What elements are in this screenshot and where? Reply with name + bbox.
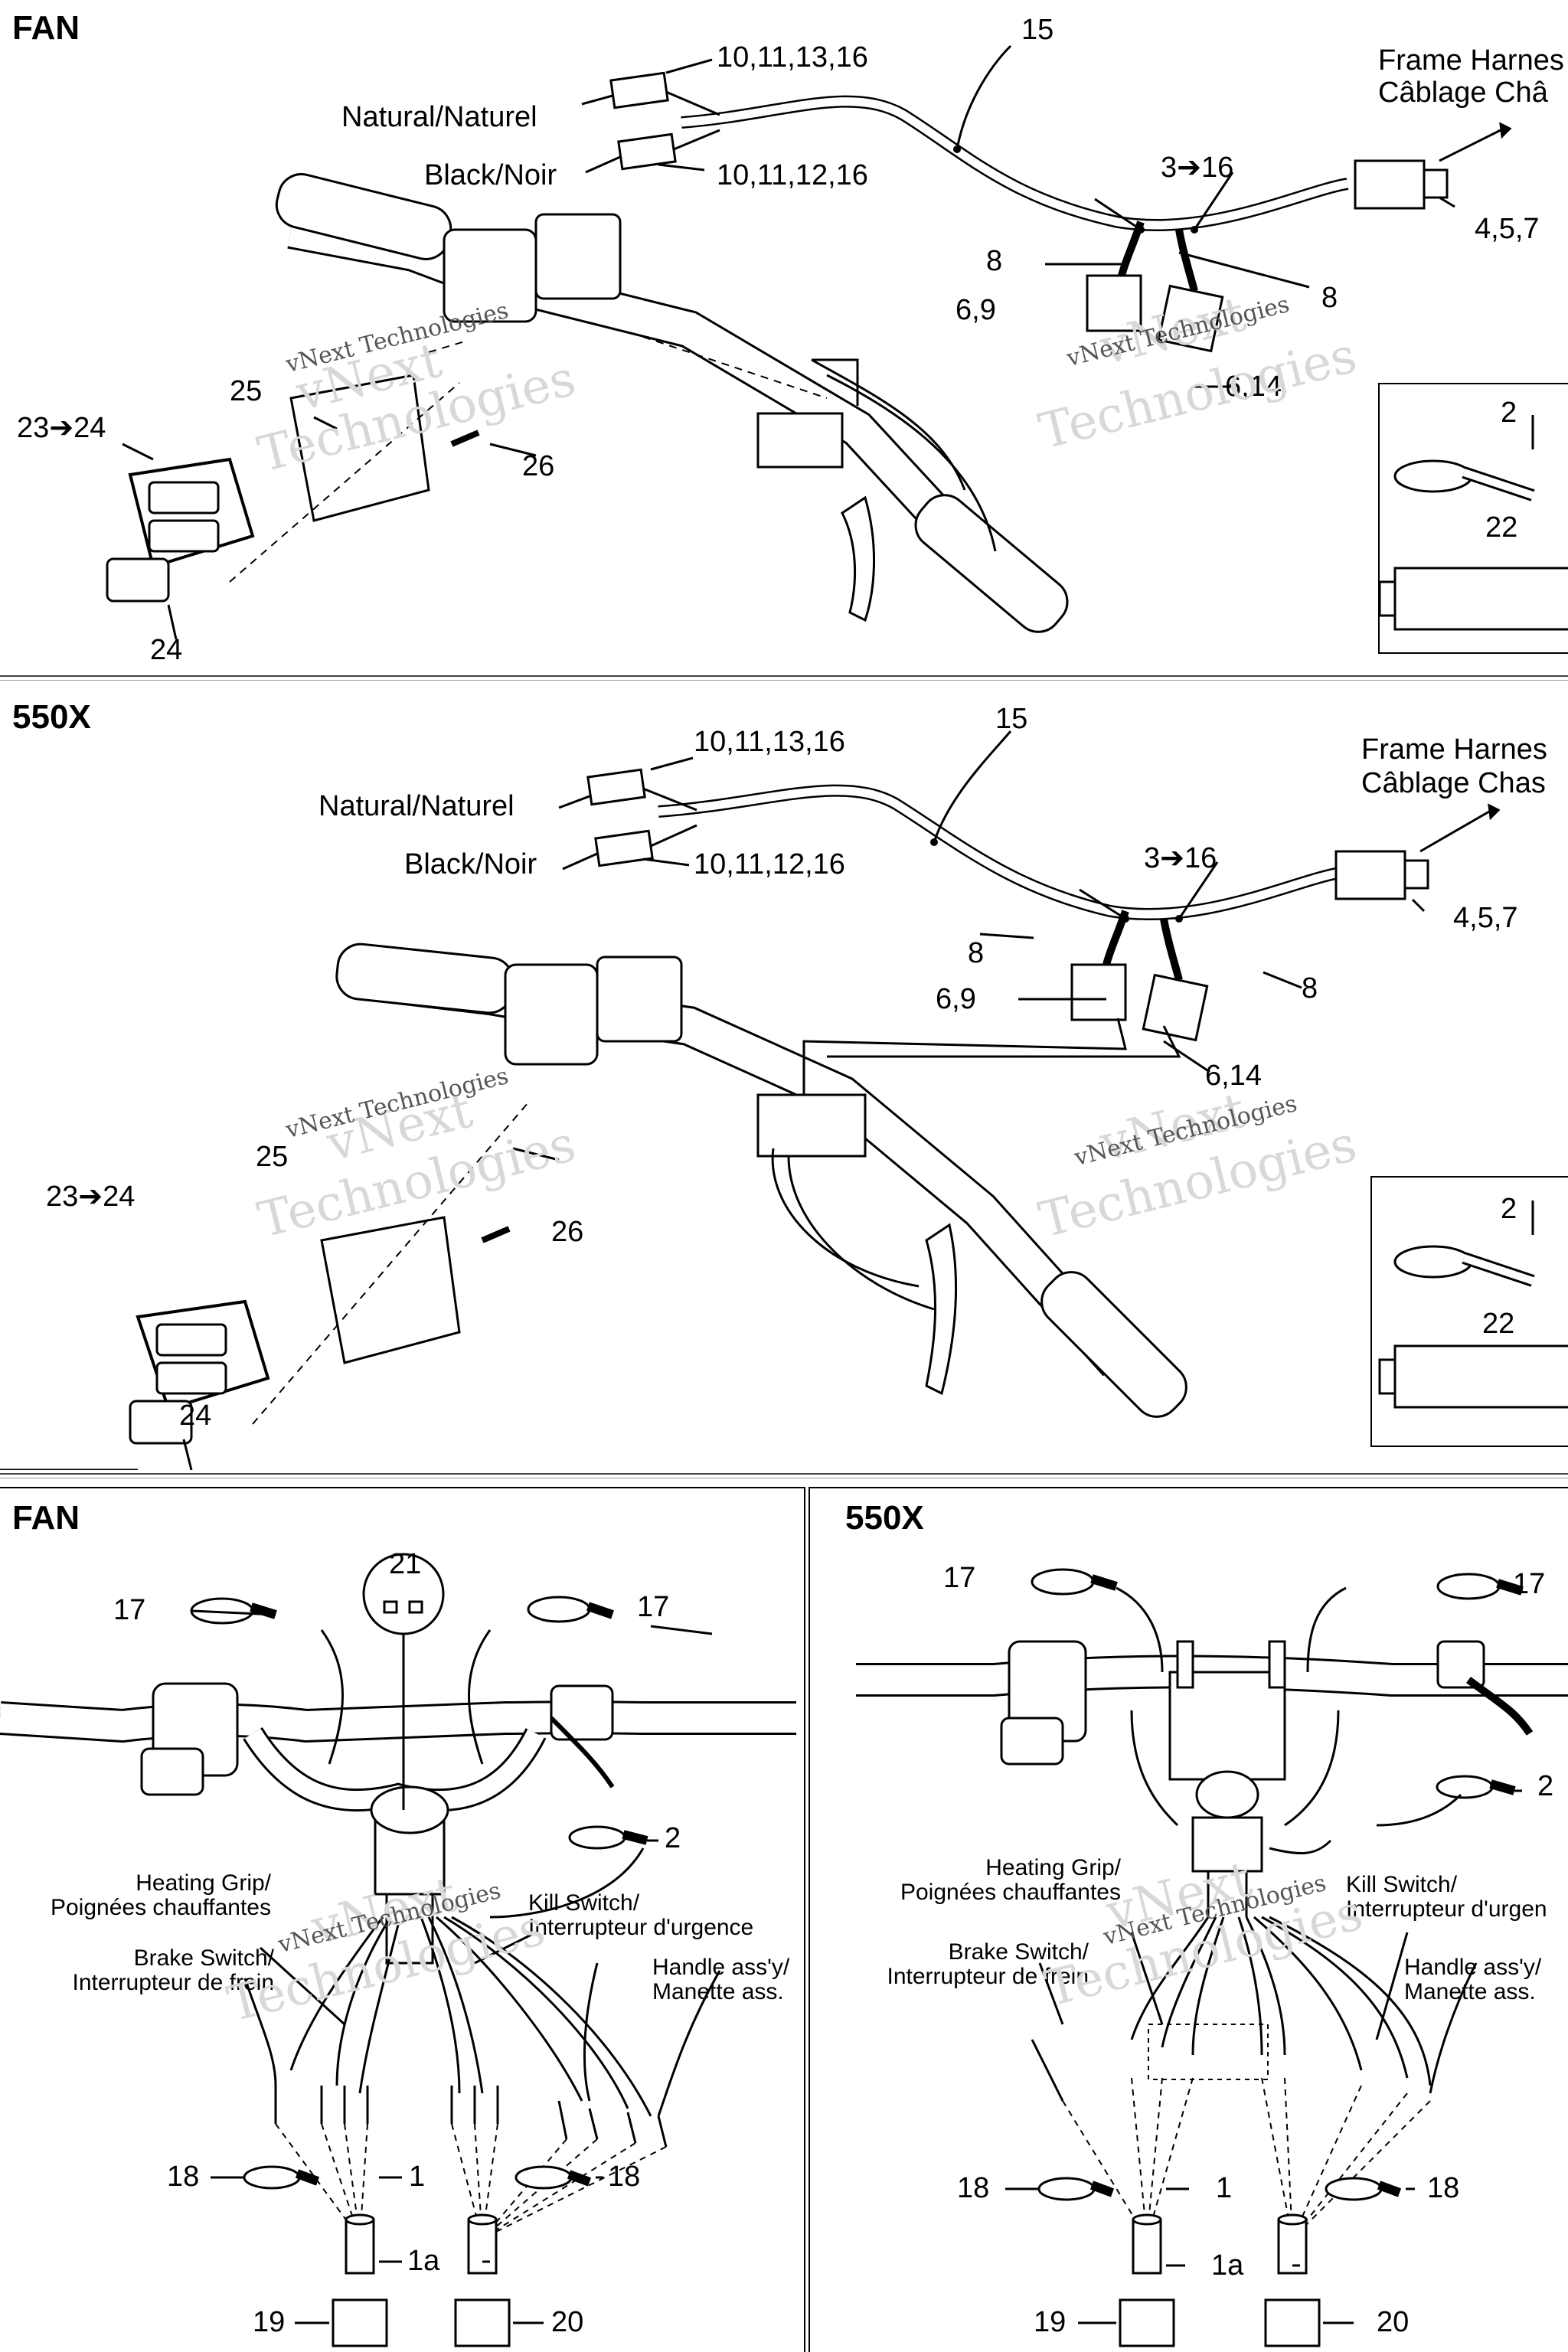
callout-25: 25	[256, 1141, 289, 1173]
heating-grip-label: Heating Grip/Poignées chauffantes	[887, 1856, 1121, 1904]
fan-wiring-panel: FAN 21 17 17 2 Heating Grip/Poignées cha…	[0, 1487, 805, 2352]
brake-switch-label: Brake Switch/Interrupteur de frein	[47, 1946, 274, 1994]
callout-23-to-24: 23➔24	[46, 1181, 136, 1213]
frame-harness-label-fr: Câblage Chas	[1361, 767, 1546, 799]
fan-handlebar-drawing	[106, 44, 1512, 640]
handle-assy-fr: Manette ass.	[652, 1978, 784, 2004]
kill-switch-en: Kill Switch/	[528, 1890, 640, 1916]
callout-2: 2	[1501, 1193, 1517, 1225]
natural-wire-label: Natural/Naturel	[318, 790, 514, 822]
handle-assy-label: Handle ass'y/Manette ass.	[1404, 1955, 1541, 2004]
heating-grip-fr: Poignées chauffantes	[50, 1894, 271, 1920]
section-divider	[0, 675, 1568, 681]
handle-assy-en: Handle ass'y/	[652, 1955, 790, 1980]
kill-switch-fr: Interrupteur d'urgence	[528, 1914, 754, 1940]
fan-wiring-drawing	[0, 1553, 796, 2347]
kill-switch-label: Kill Switch/Interrupteur d'urgen	[1346, 1873, 1547, 1921]
callout-connector-b: 10,11,12,16	[717, 159, 868, 191]
550x-handlebar-drawing	[0, 730, 1501, 1470]
section-divider	[0, 1473, 1568, 1478]
callout-17-left: 17	[113, 1594, 146, 1626]
callout-6-9: 6,9	[936, 983, 976, 1015]
callout-6-9: 6,9	[956, 294, 996, 326]
callout-connector-a: 10,11,13,16	[717, 41, 868, 74]
callout-22: 22	[1482, 1308, 1515, 1340]
brake-switch-label: Brake Switch/Interrupteur de frein	[862, 1940, 1089, 1988]
frame-harness-label-en: Frame Harnes	[1378, 44, 1564, 77]
kill-switch-en: Kill Switch/	[1346, 1872, 1458, 1897]
callout-1a: 1a	[1211, 2249, 1244, 2282]
fan-section-title: FAN	[12, 9, 80, 47]
callout-17-left: 17	[943, 1562, 976, 1594]
callout-6-14: 6,14	[1225, 371, 1282, 403]
callout-8-right: 8	[1321, 282, 1338, 314]
callout-18-left: 18	[957, 2172, 990, 2204]
550x-section-title: 550X	[12, 698, 91, 736]
550x-handlebar-panel: 550X 15 10,11,13,16 Natural/Naturel Blac…	[0, 689, 1568, 1470]
brake-switch-fr: Interrupteur de frein	[72, 1969, 274, 1995]
callout-26: 26	[551, 1216, 584, 1248]
callout-4-5-7: 4,5,7	[1475, 213, 1540, 245]
callout-26: 26	[522, 450, 555, 482]
black-wire-label: Black/Noir	[424, 159, 557, 191]
callout-6-14: 6,14	[1205, 1060, 1262, 1092]
callout-3-to-16: 3➔16	[1144, 842, 1217, 874]
callout-24: 24	[179, 1400, 212, 1432]
callout-4-5-7: 4,5,7	[1453, 902, 1518, 934]
550x-wiring-title: 550X	[845, 1499, 924, 1537]
550x-wiring-drawing	[856, 1568, 1568, 2347]
brake-switch-en: Brake Switch/	[948, 1939, 1089, 1965]
handle-assy-fr: Manette ass.	[1404, 1978, 1536, 2004]
callout-3-to-16: 3➔16	[1161, 152, 1234, 184]
callout-8-left: 8	[968, 937, 985, 969]
callout-1: 1	[409, 2161, 426, 2193]
callout-17-right: 17	[637, 1591, 670, 1623]
heating-grip-en: Heating Grip/	[136, 1870, 271, 1896]
black-wire-label: Black/Noir	[404, 848, 537, 880]
callout-connector-a: 10,11,13,16	[694, 726, 845, 758]
callout-15: 15	[995, 703, 1028, 735]
callout-24: 24	[150, 634, 183, 666]
callout-2: 2	[1537, 1770, 1554, 1802]
kill-switch-fr: Interrupteur d'urgen	[1346, 1896, 1547, 1922]
callout-20: 20	[551, 2306, 584, 2338]
callout-1a: 1a	[407, 2245, 440, 2277]
callout-2: 2	[1501, 397, 1517, 429]
550x-accessories-inset	[1370, 1176, 1568, 1447]
callout-22: 22	[1485, 511, 1518, 544]
handle-assy-label: Handle ass'y/Manette ass.	[652, 1955, 789, 2004]
callout-2: 2	[665, 1822, 681, 1854]
callout-1: 1	[1216, 2172, 1233, 2204]
callout-18-left: 18	[167, 2161, 200, 2193]
callout-connector-b: 10,11,12,16	[694, 848, 845, 880]
callout-19: 19	[253, 2306, 286, 2338]
callout-15: 15	[1021, 14, 1054, 46]
fan-handlebar-panel: FAN 15 10,11,13,16 Natural/Naturel Black…	[0, 0, 1568, 674]
callout-23-to-24: 23➔24	[17, 412, 106, 444]
frame-harness-label-en: Frame Harnes	[1361, 733, 1547, 766]
callout-18-right: 18	[1427, 2172, 1460, 2204]
callout-19: 19	[1034, 2306, 1067, 2338]
fan-accessories-inset	[1378, 383, 1568, 654]
heating-grip-fr: Poignées chauffantes	[900, 1879, 1121, 1905]
heating-grip-en: Heating Grip/	[985, 1855, 1121, 1880]
550x-wiring-panel: 550X 17 17 2 Heating Grip/Poignées chauf…	[808, 1487, 1568, 2352]
callout-18-right: 18	[608, 2161, 641, 2193]
brake-switch-fr: Interrupteur de frein	[887, 1963, 1089, 1989]
callout-21: 21	[389, 1548, 422, 1580]
kill-switch-label: Kill Switch/Interrupteur d'urgence	[528, 1891, 753, 1939]
callout-20: 20	[1377, 2306, 1410, 2338]
natural-wire-label: Natural/Naturel	[341, 101, 537, 133]
550x-cable-tie-and-tube-drawing	[1378, 1200, 1568, 1409]
callout-17-right: 17	[1513, 1568, 1546, 1600]
fan-wiring-title: FAN	[12, 1499, 80, 1537]
heating-grip-label: Heating Grip/Poignées chauffantes	[37, 1871, 271, 1919]
fan-cable-tie-and-tube-drawing	[1380, 415, 1568, 631]
brake-switch-en: Brake Switch/	[133, 1945, 274, 1971]
handle-assy-en: Handle ass'y/	[1404, 1955, 1542, 1980]
callout-8-right: 8	[1302, 972, 1318, 1004]
callout-25: 25	[230, 375, 263, 407]
frame-harness-label-fr: Câblage Châ	[1378, 77, 1548, 109]
callout-8-left: 8	[986, 245, 1003, 277]
